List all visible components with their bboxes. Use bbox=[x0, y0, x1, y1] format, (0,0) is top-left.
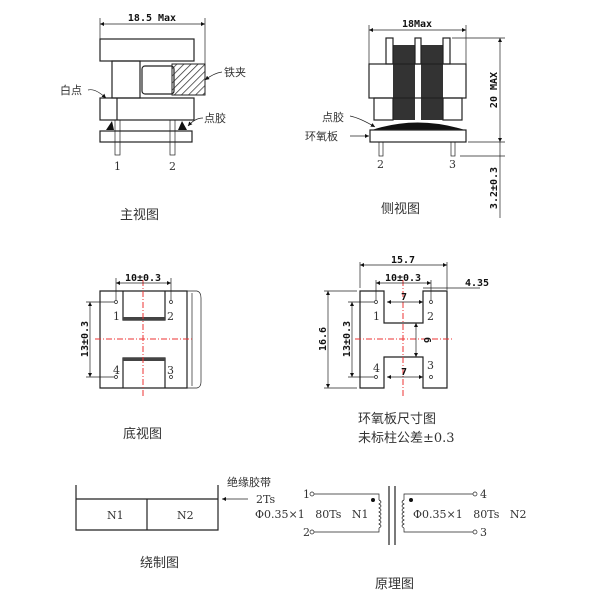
pitch-x-dimension: 10±0.3 bbox=[125, 273, 161, 284]
pin-label: 4 bbox=[480, 488, 487, 501]
pin-label: 3 bbox=[480, 526, 487, 539]
glue-label: 点胶 bbox=[204, 111, 226, 125]
winding-diagram: 绝缘胶带 2Ts N1 N2 绕制图 bbox=[75, 475, 276, 571]
iron-clip bbox=[171, 63, 206, 96]
board-label: 环氧板 bbox=[305, 129, 338, 143]
glue-label: 点胶 bbox=[322, 110, 344, 124]
side-view: 18Max 20 MAX 3.2±0.3 点胶 环氧板 2 3 侧视图 bbox=[305, 19, 505, 218]
side-view-caption: 侧视图 bbox=[381, 202, 420, 217]
pitch-x-dimension: 10±0.3 bbox=[385, 273, 421, 284]
board-height-dimension: 16.6 bbox=[318, 327, 329, 351]
board-dimension-view: 15.7 10±0.3 4.35 16.6 13±0.3 7 7 6 1 2 3… bbox=[318, 255, 489, 446]
pin-label: 4 bbox=[373, 362, 380, 375]
pin-label: 2 bbox=[169, 160, 176, 173]
pin-label: 3 bbox=[167, 364, 174, 377]
bottom-view-caption: 底视图 bbox=[123, 426, 162, 442]
pin-label: 1 bbox=[114, 160, 121, 173]
pitch-y-dimension: 13±0.3 bbox=[342, 321, 353, 357]
slot-width-dimension: 7 bbox=[401, 292, 407, 303]
pin-label: 3 bbox=[427, 359, 434, 372]
pitch-y-dimension: 13±0.3 bbox=[80, 321, 91, 357]
pin-label: 2 bbox=[303, 526, 310, 539]
clip-label: 铁夹 bbox=[224, 66, 246, 79]
gap-dimension: 6 bbox=[421, 337, 432, 343]
schematic-caption: 原理图 bbox=[375, 577, 414, 592]
n2-label: N2 bbox=[177, 509, 194, 522]
schematic-diagram: 1 2 3 4 Φ0.35×1 80Ts N1 Φ0.35×1 80Ts N2 … bbox=[255, 486, 527, 592]
winding-caption: 绕制图 bbox=[140, 556, 179, 571]
bottom-view: 10±0.3 13±0.3 1 2 3 4 底视图 bbox=[80, 273, 202, 442]
width-dimension: 18.5 Max bbox=[128, 13, 176, 24]
width-dimension: 18Max bbox=[402, 19, 432, 30]
pin-label: 2 bbox=[377, 158, 384, 171]
offset-dimension: 4.35 bbox=[465, 278, 489, 289]
pin-label: 2 bbox=[427, 310, 434, 323]
slot-width-dimension: 7 bbox=[401, 367, 407, 378]
pin-label: 1 bbox=[303, 488, 310, 501]
front-view-caption: 主视图 bbox=[120, 208, 159, 223]
pin-label: 3 bbox=[449, 158, 456, 171]
white-dot-label: 白点 bbox=[60, 83, 82, 97]
tolerance-note: 未标柱公差±0.3 bbox=[358, 431, 455, 446]
front-view: 18.5 Max 白点 铁夹 点胶 1 2 主视图 bbox=[60, 13, 246, 223]
n1-label: N1 bbox=[107, 509, 124, 522]
tape-label: 绝缘胶带 bbox=[227, 475, 271, 489]
height-dimension: 20 MAX bbox=[489, 72, 500, 108]
pin-length-dimension: 3.2±0.3 bbox=[489, 167, 500, 209]
pin-label: 2 bbox=[167, 310, 174, 323]
board-width-dimension: 15.7 bbox=[391, 255, 415, 266]
board-view-caption: 环氧板尺寸图 bbox=[358, 412, 436, 427]
pin-label: 4 bbox=[113, 364, 120, 377]
tape-turns: 2Ts bbox=[256, 493, 276, 506]
pin-label: 1 bbox=[113, 310, 120, 323]
primary-winding-spec: Φ0.35×1 80Ts N1 bbox=[255, 508, 369, 521]
pin-label: 1 bbox=[373, 310, 380, 323]
secondary-winding-spec: Φ0.35×1 80Ts N2 bbox=[413, 508, 527, 521]
